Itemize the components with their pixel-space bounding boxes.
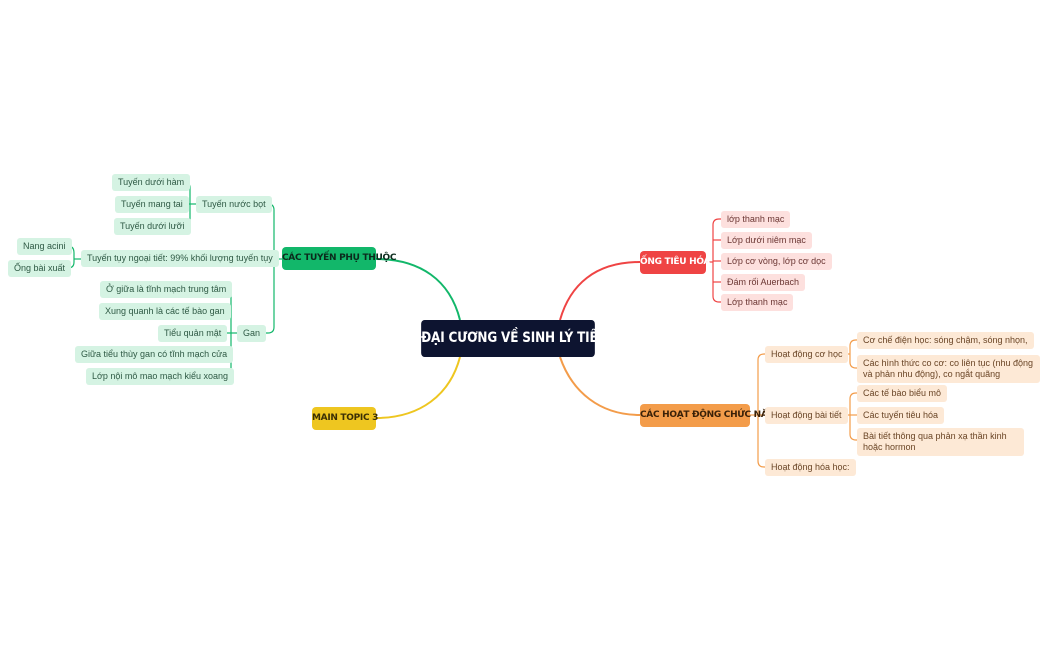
- links-functions: [750, 339, 857, 468]
- leaf-pancreas-2[interactable]: Ống bài xuất: [8, 260, 72, 277]
- leaf-secretory-3[interactable]: Bài tiết thông qua phản xạ thần kinh hoặ…: [857, 428, 1024, 456]
- leaf-tract-2[interactable]: Lớp dưới niêm mạc: [721, 232, 812, 249]
- subtopic-salivary[interactable]: Tuyến nước bọt: [196, 196, 272, 213]
- leaf-pancreas-1[interactable]: Nang acini: [17, 238, 72, 255]
- link-root-functions: [559, 356, 641, 416]
- leaf-tract-4[interactable]: Đám rối Auerbach: [721, 274, 806, 291]
- link-root-topic3: [375, 356, 461, 419]
- leaf-liver-1[interactable]: Ở giữa là tĩnh mạch trung tâm: [100, 281, 233, 298]
- subtopic-pancreas[interactable]: Tuyến tụy ngoại tiết: 99% khối lượng tuy…: [81, 250, 279, 267]
- root-topic[interactable]: ĐẠI CƯƠNG VỀ SINH LÝ TIÊU HÓA: [421, 320, 640, 357]
- main-topic-tract[interactable]: ỐNG TIÊU HÓA: [640, 251, 710, 274]
- leaf-liver-5[interactable]: Lớp nội mô mao mạch kiểu xoang: [86, 368, 234, 385]
- leaf-mechanical-2[interactable]: Các hình thức co cơ: co liên tục (nhu độ…: [857, 355, 1040, 383]
- main-topic-functions[interactable]: CÁC HOẠT ĐỘNG CHỨC NĂNG: [640, 404, 782, 427]
- leaf-tract-5[interactable]: Lớp thanh mạc: [721, 294, 794, 311]
- link-root-tract: [559, 261, 641, 321]
- leaf-mechanical-1[interactable]: Cơ chế điện học: sóng chậm, sóng nhọn,: [857, 332, 1034, 349]
- leaf-liver-3[interactable]: Tiểu quản mật: [158, 325, 228, 342]
- leaf-secretory-2[interactable]: Các tuyến tiêu hóa: [857, 407, 945, 424]
- subtopic-secretory[interactable]: Hoạt động bài tiết: [765, 407, 848, 424]
- leaf-secretory-1[interactable]: Các tế bào biểu mô: [857, 385, 948, 402]
- main-topic-3[interactable]: MAIN TOPIC 3: [312, 407, 378, 430]
- leaf-salivary-2[interactable]: Tuyến mang tai: [115, 196, 189, 213]
- subtopic-liver[interactable]: Gan: [237, 325, 267, 342]
- leaf-liver-4[interactable]: Giữa tiểu thùy gan có tĩnh mạch cửa: [75, 346, 234, 363]
- link-root-glands: [375, 258, 461, 321]
- leaf-salivary-3[interactable]: Tuyến dưới lưỡi: [114, 218, 191, 235]
- leaf-salivary-1[interactable]: Tuyến dưới hàm: [112, 174, 191, 191]
- subtopic-chemical[interactable]: Hoạt động hóa học:: [765, 459, 856, 476]
- leaf-tract-1[interactable]: lớp thanh mạc: [721, 211, 791, 228]
- leaf-tract-3[interactable]: Lớp cơ vòng, lớp cơ dọc: [721, 253, 832, 270]
- leaf-liver-2[interactable]: Xung quanh là các tế bào gan: [99, 303, 231, 320]
- subtopic-mechanical[interactable]: Hoạt động cơ học: [765, 346, 849, 363]
- links-tract: [706, 218, 721, 303]
- main-topic-glands[interactable]: CÁC TUYẾN PHỤ THUỘC: [282, 247, 397, 270]
